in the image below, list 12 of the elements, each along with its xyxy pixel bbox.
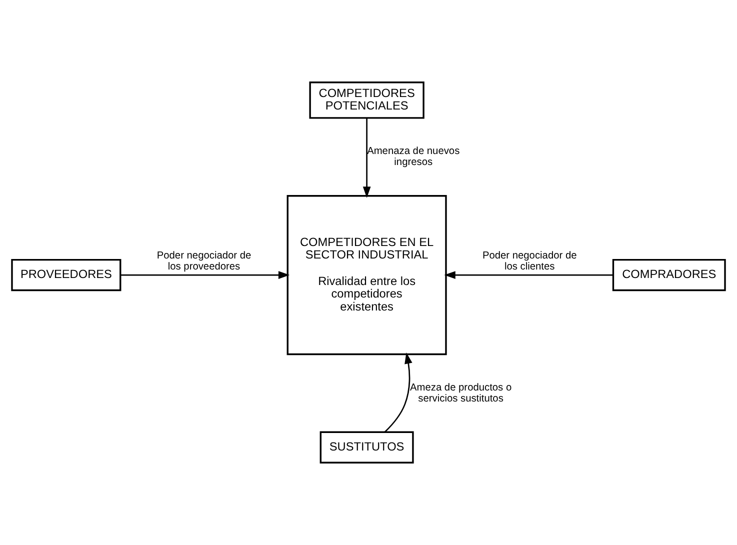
node-box: COMPRADORES [612,258,726,292]
node-box: PROVEEDORES [11,258,122,292]
arrow [384,352,412,432]
edge-label: Poder negociador de los proveedores [156,250,252,273]
node-box: SUSTITUTOS [320,431,414,464]
edge-label: Ameza de productos o servicios sustitutos [410,382,512,404]
edge-label: Poder negociador de los clientes [482,250,577,273]
node-box: COMPETIDORES EN EL SECTOR INDUSTRIAL Rivalidad entre los competidores existentes [286,195,447,356]
arrow [362,118,371,198]
arrow [444,271,614,279]
node-box: COMPETIDORES POTENCIALES [309,82,424,119]
arrow [120,271,290,279]
